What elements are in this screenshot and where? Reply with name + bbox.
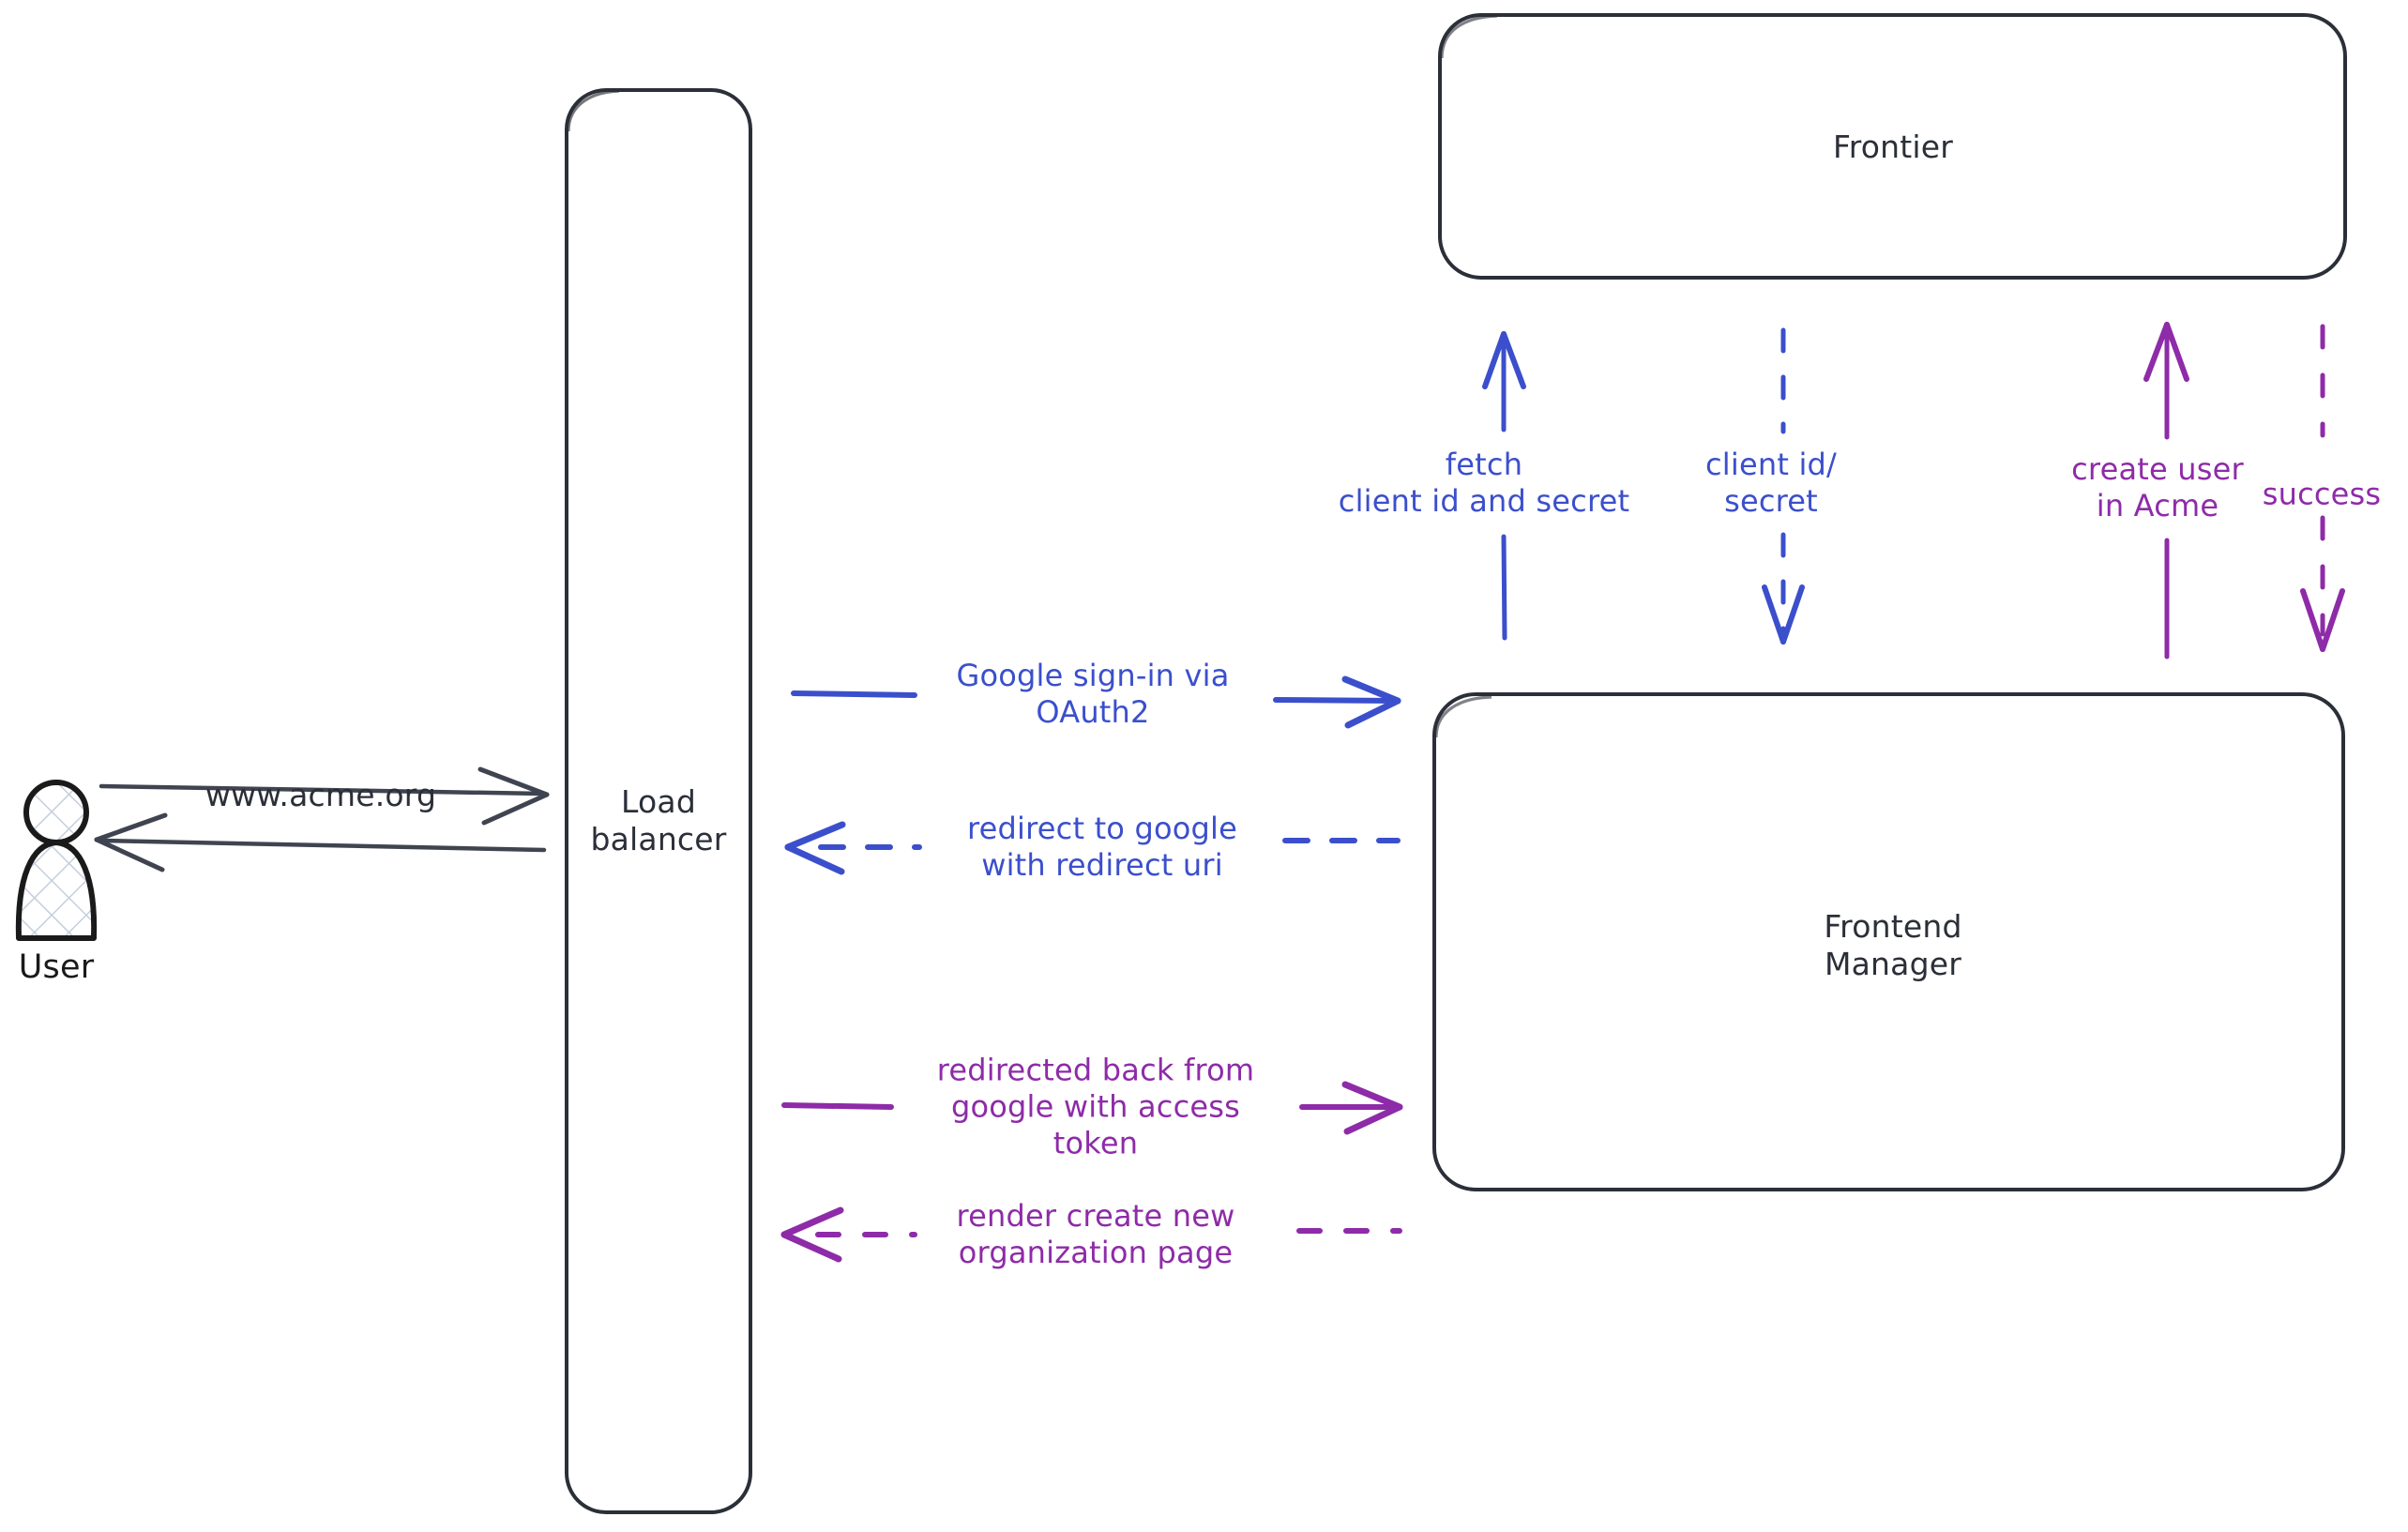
edge-token: [781, 1081, 1403, 1135]
edge-render: [780, 1206, 1402, 1263]
signin-line-1: Google sign-in via: [956, 657, 1230, 693]
edge-creds: [1762, 327, 1805, 645]
edge-redirect: [784, 821, 1401, 875]
edge-label-user-to-lb: www.acme.org: [204, 776, 437, 813]
fetch-line-2: client id and secret: [1338, 483, 1630, 519]
create-user-line-2: in Acme: [2096, 488, 2219, 523]
frontend-manager-line-1: Frontend: [1824, 907, 1962, 945]
node-label-frontier: Frontier: [1832, 128, 1954, 165]
token-line-3: token: [1053, 1125, 1139, 1161]
node-label-user: User: [18, 948, 95, 986]
creds-line-2: secret: [1724, 483, 1818, 519]
edge-lb-to-user: [94, 812, 547, 872]
edge-signin: [791, 675, 1401, 729]
token-line-1: redirected back from: [936, 1052, 1255, 1088]
create-user-line-1: create user: [2071, 450, 2244, 487]
edge-success: [2300, 324, 2345, 652]
node-load-balancer[interactable]: [565, 88, 752, 1514]
frontend-manager-line-2: Manager: [1824, 946, 1962, 982]
signin-line-2: OAuth2: [1036, 694, 1150, 730]
creds-line-1: client id/: [1704, 446, 1838, 482]
node-user[interactable]: [15, 780, 98, 941]
user-head-icon: [23, 780, 89, 845]
edge-label-creds: client id/secret: [1705, 447, 1837, 520]
edge-fetch: [1482, 331, 1526, 641]
redirect-line-1: redirect to google: [966, 810, 1238, 846]
user-body-icon: [15, 840, 98, 941]
edge-user-to-lb: [98, 766, 550, 826]
edge-label-success: success: [2262, 476, 2382, 512]
node-frontend-manager[interactable]: [1432, 692, 2345, 1191]
edge-create-user: [2143, 322, 2189, 660]
redirect-line-2: with redirect uri: [981, 847, 1223, 883]
render-line-1: render create new: [956, 1197, 1235, 1234]
node-frontier[interactable]: [1438, 13, 2347, 280]
load-balancer-line-1: Load: [621, 782, 696, 820]
fetch-line-1: fetch: [1445, 446, 1523, 482]
token-line-2: google with access: [950, 1088, 1241, 1125]
render-line-2: organization page: [958, 1235, 1234, 1270]
load-balancer-line-2: balancer: [590, 821, 727, 857]
